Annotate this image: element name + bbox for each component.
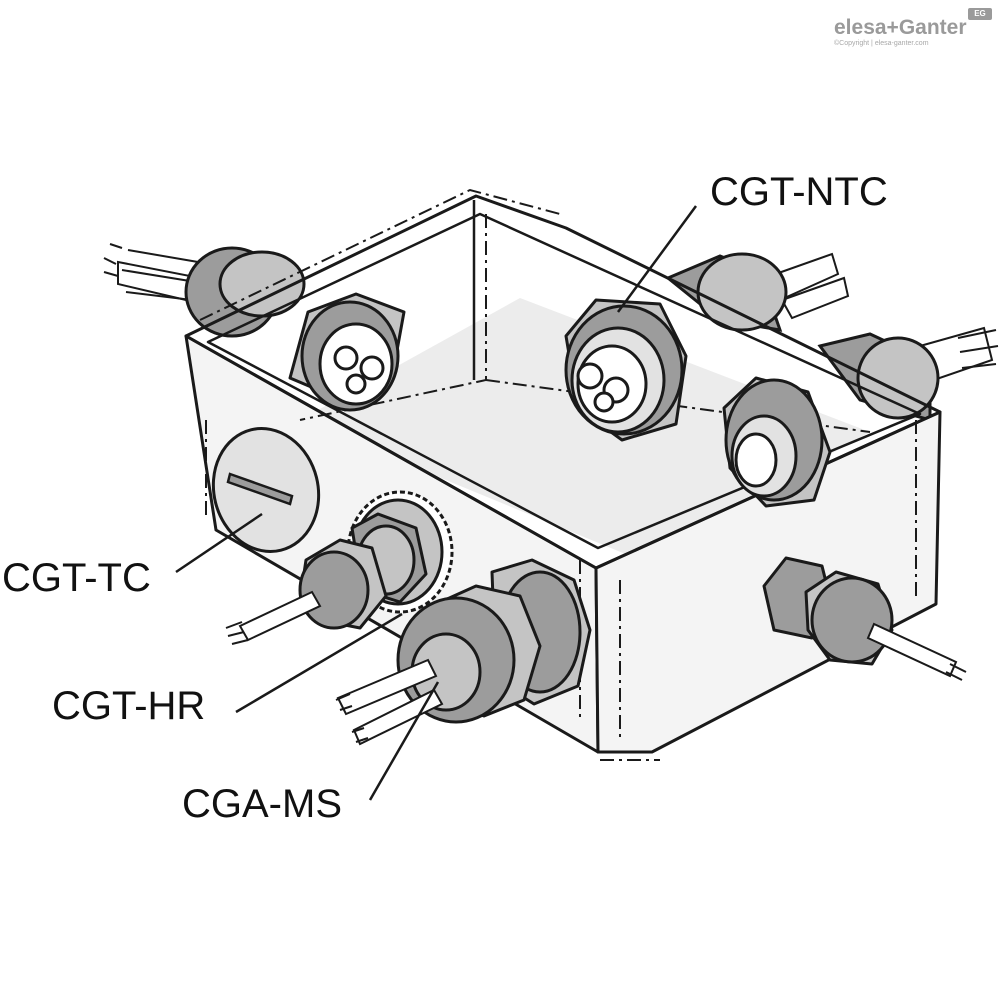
inner-gland-ntc — [564, 298, 688, 442]
brand-badge: EG — [968, 8, 992, 20]
label-cgt-ntc: CGT-NTC — [710, 170, 888, 214]
leader-cga-ms — [368, 681, 440, 801]
gland-cga-ms — [335, 558, 592, 746]
label-cga-ms: CGA-MS — [182, 782, 342, 826]
rear-right-gland-upper — [665, 252, 850, 332]
brand-name: elesa+Ganter — [834, 16, 967, 39]
inner-gland-right — [722, 376, 832, 508]
leader-lines — [175, 205, 698, 801]
rear-right-gland-lower — [817, 326, 999, 422]
brand-logo: elesa+Ganter ©Copyright | elesa-ganter.c… — [828, 8, 996, 48]
leader-cgt-ntc — [616, 205, 698, 313]
leader-cgt-hr — [235, 612, 403, 714]
inner-gland-left — [288, 292, 406, 412]
label-cgt-hr: CGT-HR — [52, 684, 206, 728]
gland-cgt-hr — [225, 490, 454, 645]
gland-right-wall — [762, 556, 967, 681]
brand-copyright: ©Copyright | elesa-ganter.com — [834, 40, 929, 47]
rear-left-gland — [103, 243, 306, 338]
label-cgt-tc: CGT-TC — [2, 556, 151, 600]
leader-cgt-tc — [175, 512, 263, 574]
blanking-plug-cgt-tc — [211, 427, 321, 553]
